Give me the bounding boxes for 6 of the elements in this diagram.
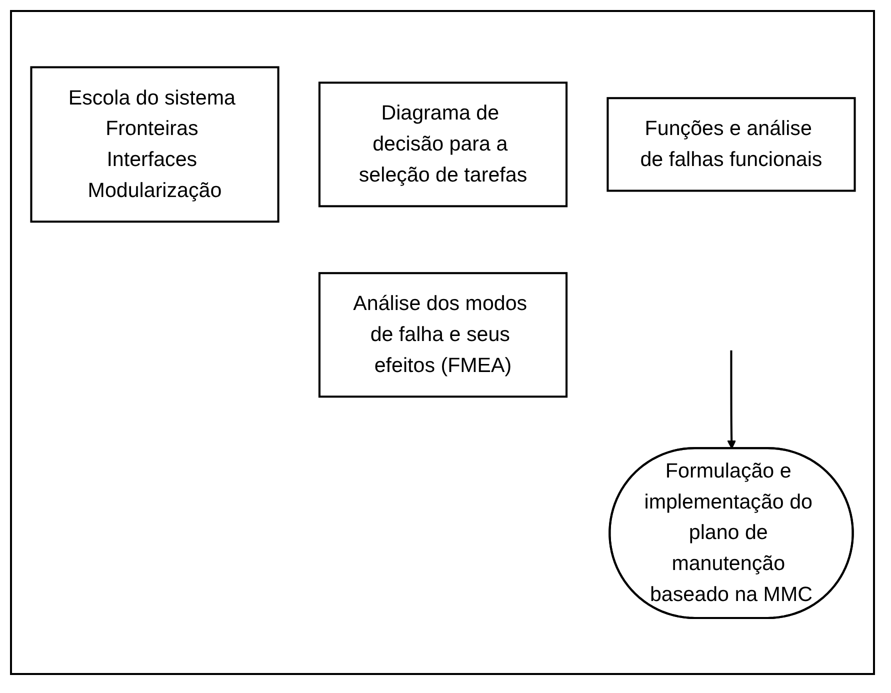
arrow [726, 350, 736, 449]
node-box [318, 82, 568, 208]
diagram-frame: Escola do sistema Fronteiras Interfaces Modularização Funções e análise de falhas funcionais Diagrama de decisão para a seleção de tarefas Análise dos modos de falha e seus efeitos (FMEA) Formulação e implementação do plano de manutenção baseado na MMC [10, 10, 875, 675]
node-box [606, 96, 856, 192]
node-box [318, 272, 568, 398]
node-box [30, 66, 279, 223]
